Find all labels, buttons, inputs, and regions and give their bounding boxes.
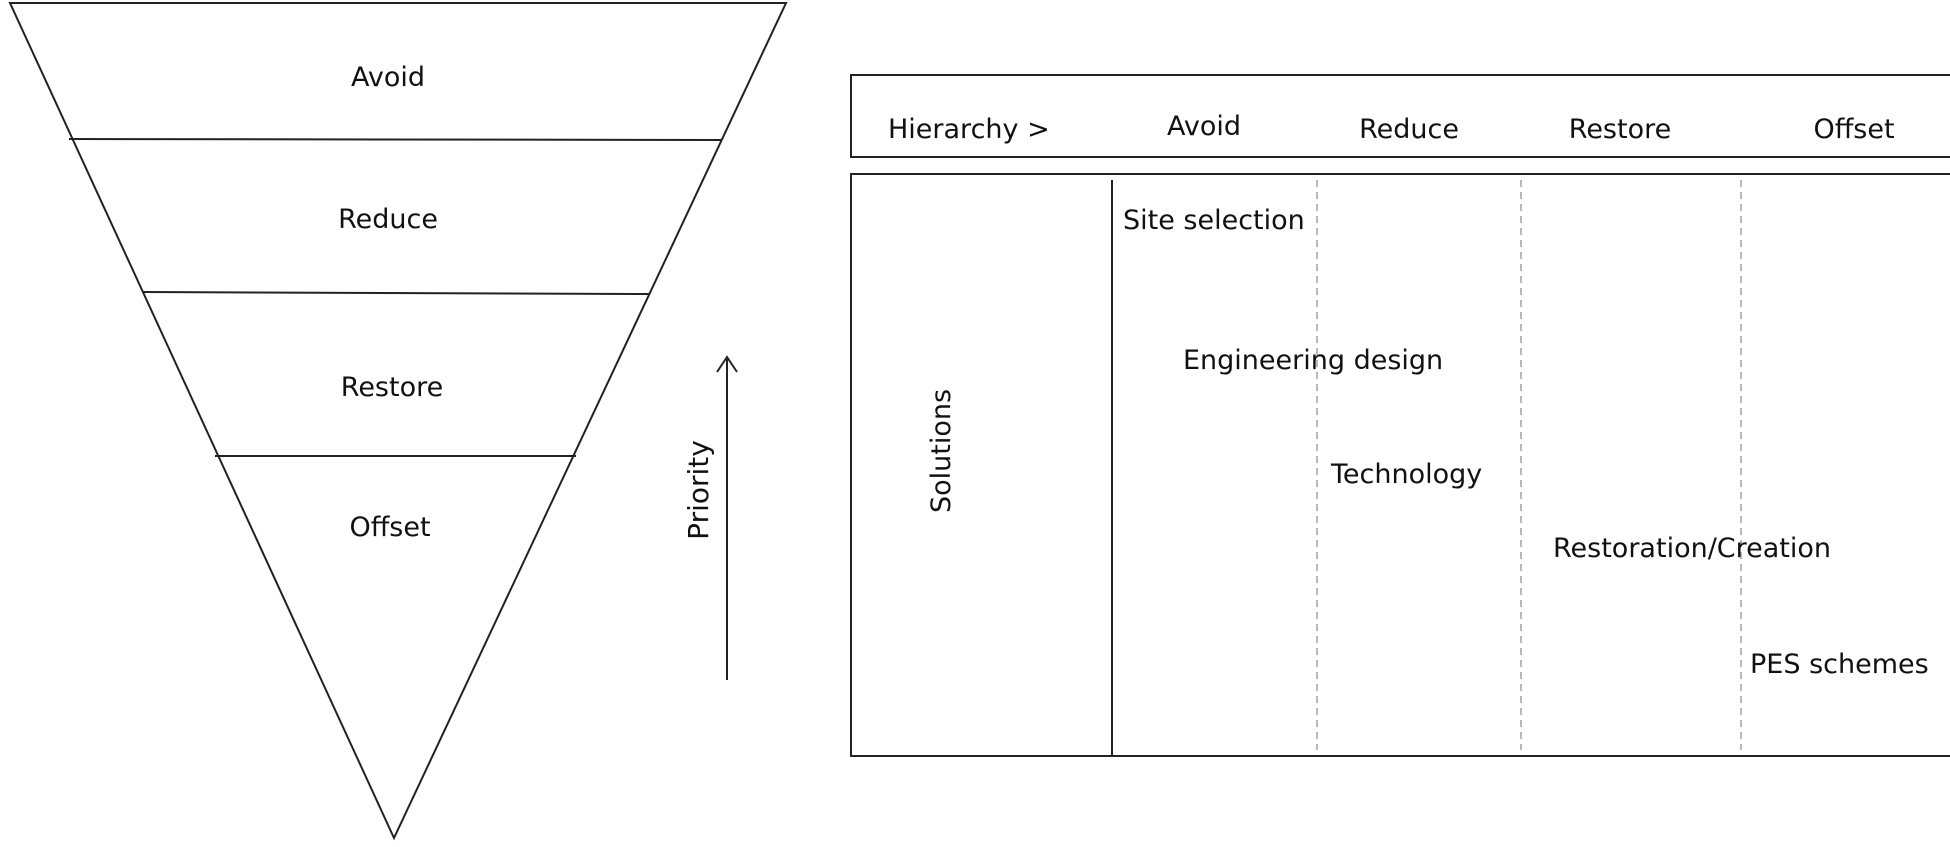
solution-engineering-design: Engineering design <box>1183 345 1443 376</box>
pyramid-level-offset: Offset <box>349 512 430 543</box>
row-label-solutions: Solutions <box>926 389 957 513</box>
pyramid-divider-1 <box>68 138 723 141</box>
solution-pes-schemes: PES schemes <box>1750 649 1929 680</box>
inverted-pyramid: Avoid Reduce Restore Offset <box>8 1 788 841</box>
priority-arrow-head <box>716 355 738 373</box>
header-box <box>850 74 1950 158</box>
solution-restoration-creation: Restoration/Creation <box>1553 533 1831 564</box>
header-column-restore: Restore <box>1569 114 1671 145</box>
pyramid-level-reduce: Reduce <box>338 204 438 235</box>
solutions-table: Solutions Site selection Engineering des… <box>850 173 1950 757</box>
solutions-box <box>850 173 1950 757</box>
solution-technology: Technology <box>1330 459 1482 490</box>
header-column-offset: Offset <box>1813 114 1894 145</box>
pyramid-divider-2 <box>142 291 650 295</box>
priority-label: Priority <box>682 440 715 540</box>
solution-site-selection: Site selection <box>1123 205 1305 236</box>
header-label: Hierarchy > <box>888 114 1050 145</box>
priority-arrow: Priority <box>682 355 738 680</box>
header-column-avoid: Avoid <box>1167 111 1241 142</box>
hierarchy-header: Hierarchy > Avoid Reduce Restore Offset <box>850 74 1950 158</box>
pyramid-level-avoid: Avoid <box>351 62 425 93</box>
pyramid-level-restore: Restore <box>341 372 443 403</box>
header-column-reduce: Reduce <box>1359 114 1459 145</box>
pyramid-outline <box>8 1 788 841</box>
